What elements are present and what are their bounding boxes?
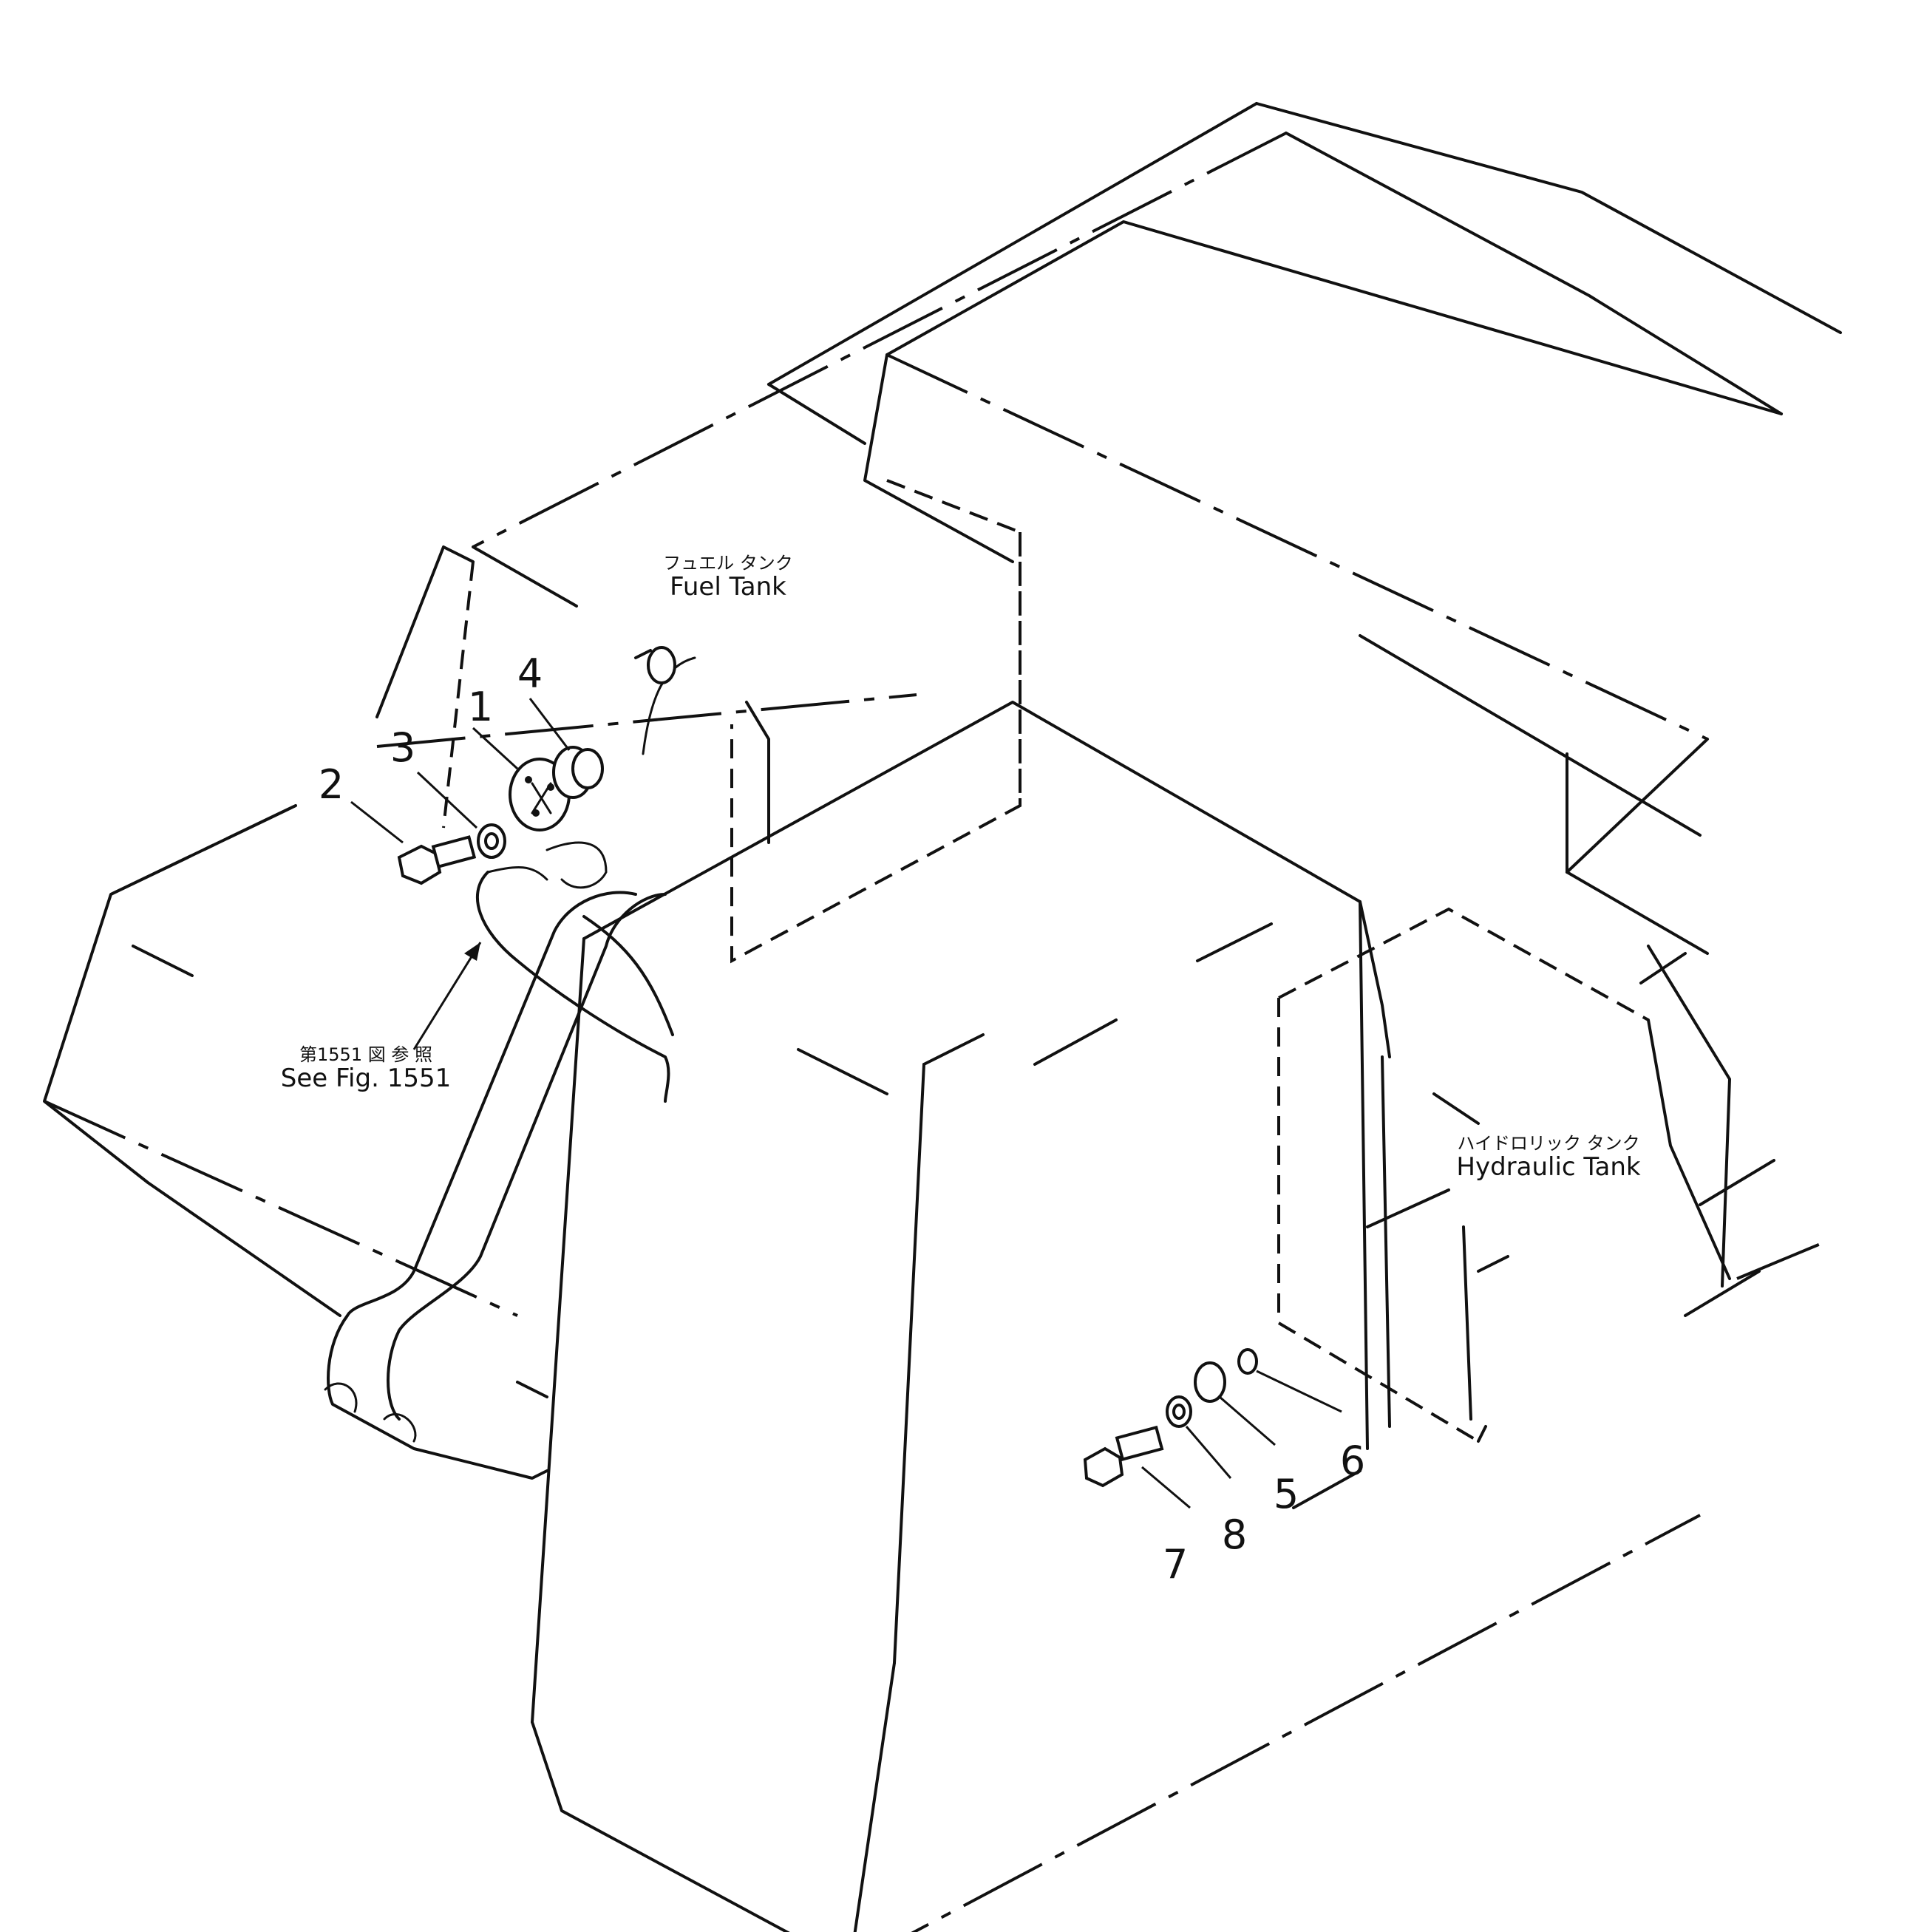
callout-4: 4: [517, 650, 543, 697]
upper-right-box: [863, 220, 1783, 955]
part-gasket-4: [552, 746, 604, 799]
callout-3: 3: [390, 724, 415, 771]
fuel-tank-label-jp: フュエル タンク: [663, 553, 793, 574]
hydraulic-tank-box: [531, 701, 1701, 1932]
part-oring-6: [1237, 1348, 1258, 1375]
part-bolt-7: [1083, 1425, 1164, 1488]
part-cover-5: [1194, 1361, 1226, 1403]
callout-2: 2: [319, 761, 344, 808]
callout-6: 6: [1340, 1438, 1365, 1484]
fuel-tank-label: Fuel Tank: [670, 572, 786, 602]
text-labels: フュエル タンク Fuel Tank ハイドロリック タンク Hydraulic…: [281, 553, 1641, 1182]
wire-harness: [475, 656, 696, 1103]
see-fig-label-jp: 第1551 図 参 照: [299, 1044, 432, 1065]
part-washer-3: [477, 823, 506, 859]
leader-lines: [350, 698, 1342, 1509]
callout-7: 7: [1163, 1541, 1188, 1588]
part-bolt-2: [397, 835, 477, 885]
part-float: [634, 646, 676, 684]
fuel-tank-outline: [442, 479, 1022, 964]
frame-bracket: [324, 891, 674, 1480]
callout-5: 5: [1274, 1471, 1299, 1517]
callout-8: 8: [1222, 1511, 1247, 1558]
hydraulic-tank-label: Hydraulic Tank: [1456, 1152, 1641, 1182]
upper-frame: [472, 102, 1842, 548]
see-fig-label: See Fig. 1551: [281, 1064, 451, 1093]
hydraulic-tank-label-jp: ハイドロリック タンク: [1457, 1133, 1639, 1154]
callout-1: 1: [468, 684, 493, 730]
left-section: [43, 545, 917, 1398]
hydraulic-tank-outline: [1277, 907, 1826, 1509]
callout-numbers: 1 2 3 4 5 6 7 8: [319, 650, 1365, 1588]
part-washer-8: [1166, 1395, 1192, 1428]
